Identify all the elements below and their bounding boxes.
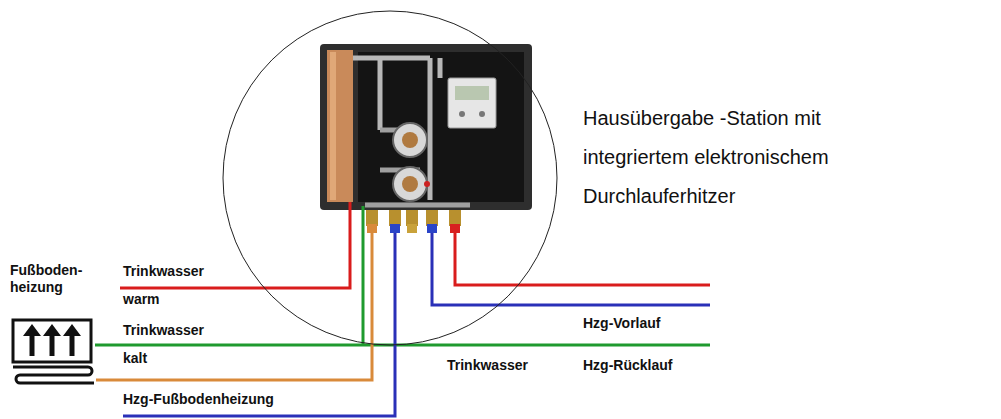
internal-pipes [353,58,440,200]
fitting [366,210,378,226]
copper-highlight [330,52,336,200]
pipe-label: Trinkwasser kalt [123,316,223,372]
pipe-floor-heating-return [123,233,395,416]
pipe-label: Hzg-Vorlauf [583,314,733,332]
fitting-cap [407,224,417,233]
node-heading: Fußboden- heizung [10,262,96,296]
controller-box [448,78,496,128]
controller-display [455,86,489,100]
pipe-heating-supply [455,233,710,285]
fitting [426,210,438,226]
pipe-label: Hzg-Rücklauf [583,356,733,374]
pipe-label: Trinkwasser warm [123,257,223,313]
floor-heating-node: Fußboden- heizung [10,262,96,390]
pump-hub [402,176,418,192]
pump-hub [402,132,418,148]
station-heading: Hausübergabe -Station mit integriertem e… [583,99,895,216]
station-housing [320,44,532,210]
fitting-cap [390,224,400,233]
floor-heating-icon [10,318,96,388]
fitting-cap [427,224,437,233]
pipe-floor-heating-supply [371,233,374,344]
pump-marker [424,181,430,187]
pipe-label: Trinkwasser [447,356,567,374]
pipe-heating-return [432,233,710,305]
fitting [389,210,401,226]
pump [393,123,427,157]
station-circle-outline [222,10,558,346]
station-circle: Hausübergabe -Station mit integriertem e… [222,10,558,346]
copper-heat-exchanger [327,50,353,202]
internal-pipes [365,130,470,205]
fitting-cap [450,224,460,233]
controller-button [479,111,485,117]
fitting [406,210,418,226]
controller-button [459,111,465,117]
pipe-cold-water [362,206,365,345]
fitting [449,210,461,226]
pump [393,167,427,201]
fitting-cap [367,224,377,233]
pipe-label: Hzg-Fußbodenheizung [123,390,323,408]
